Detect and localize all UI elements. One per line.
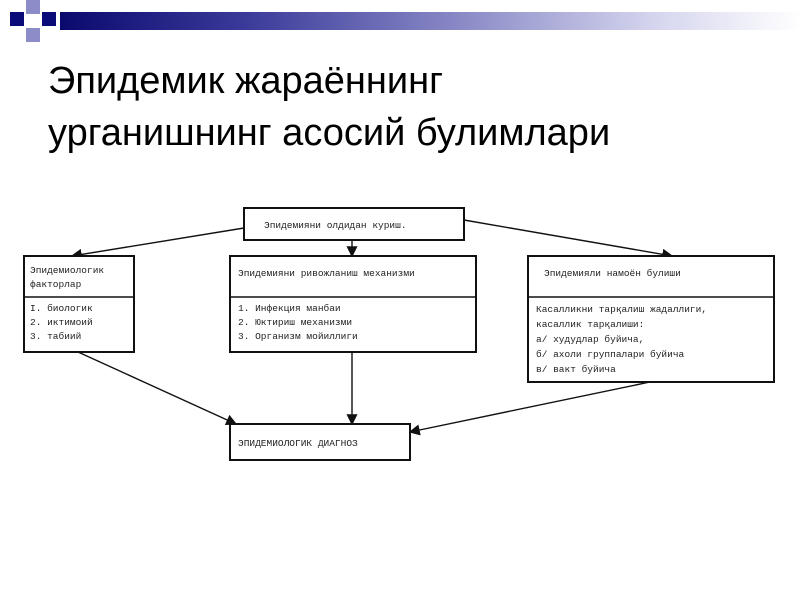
decor-square (26, 28, 40, 42)
right-box-header: Эпидемияли намоён булиши (544, 268, 681, 279)
left-box-item: 2. иктимоий (30, 317, 93, 328)
slide-title-line-1: Эпидемик жараённинг (48, 60, 443, 102)
arrow-right-to-bottom (408, 381, 651, 436)
top-box-label: Эпидемияни олдидан куриш. (264, 220, 407, 231)
header-decoration (0, 0, 800, 50)
top-box (243, 207, 465, 241)
arrow-top-to-left (70, 227, 245, 260)
right-box-item: б/ ахоли группалари буйича (536, 349, 685, 360)
decor-square (10, 12, 24, 26)
decor-square (26, 0, 40, 14)
middle-box (229, 255, 477, 353)
bottom-box-label: ЭПИДЕМИОЛОГИК ДИАГНОЗ (238, 438, 358, 449)
left-box (23, 255, 135, 353)
middle-box-item: 2. Юктириш механизми (238, 317, 352, 328)
left-box-item: 3. табиий (30, 331, 81, 342)
bottom-box (229, 423, 411, 461)
middle-box-header: Эпидемияни ривожланиш механизми (238, 268, 415, 279)
right-box-item: Касалликни тарқалиш жадаллиги, (536, 304, 707, 315)
left-box-header-line: факторлар (30, 279, 82, 290)
slide-title-line-2: урганишнинг асосий булимлари (48, 112, 611, 154)
arrow-left-to-bottom (77, 351, 238, 426)
left-box-header-line: Эпидемиологик (30, 265, 104, 276)
header-gradient-bar (60, 12, 800, 30)
middle-box-item: 1. Инфекция манбаи (238, 303, 341, 314)
right-box (527, 255, 775, 383)
arrow-top-to-right (463, 219, 674, 260)
right-box-item: а/ худудлар буйича, (536, 334, 644, 345)
right-box-item: касаллик тарқалиши: (536, 319, 644, 330)
slide-title: Эпидемик жараённинг урганишнинг асосий б… (48, 55, 768, 159)
middle-box-item: 3. Организм мойиллиги (238, 331, 358, 342)
decor-square (42, 12, 56, 26)
left-box-item: I. биологик (30, 303, 93, 314)
right-box-item: в/ вакт буйича (536, 364, 616, 375)
